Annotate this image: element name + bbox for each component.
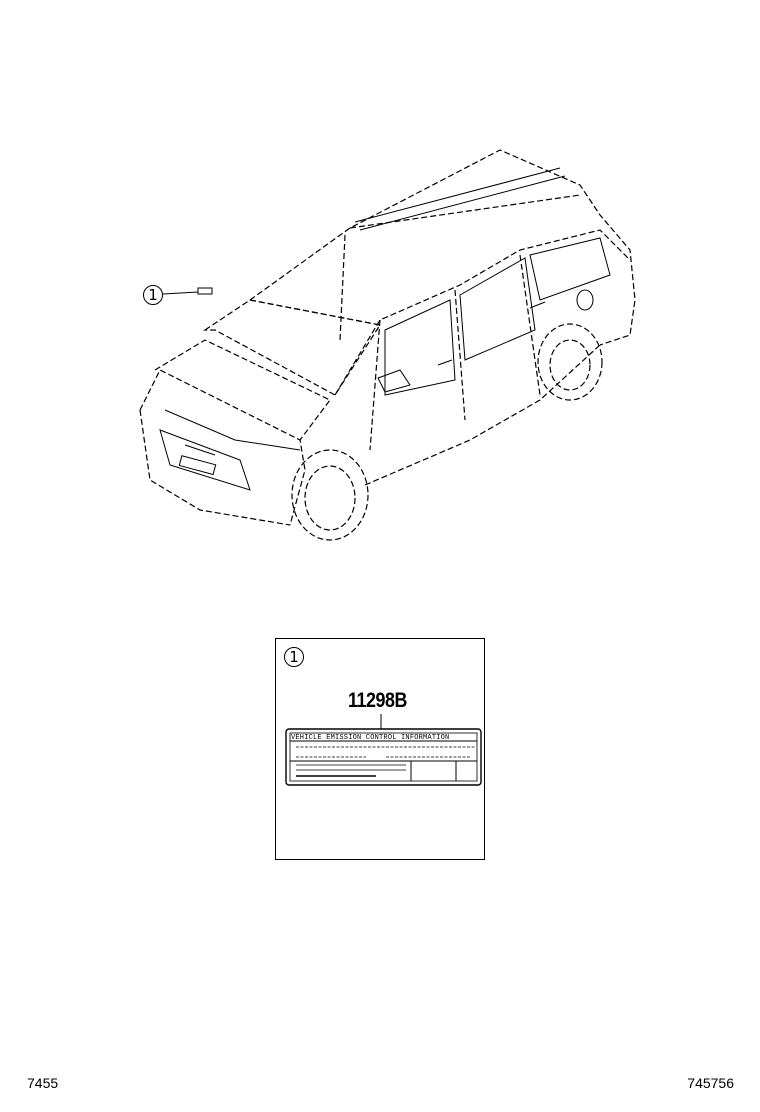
car-outline — [139, 149, 636, 541]
label-title: VEHICLE EMISSION CONTROL INFORMATION — [291, 734, 450, 742]
emission-label-drawing — [285, 714, 482, 786]
vehicle-illustration — [139, 149, 636, 541]
callout-number-box: 1 — [284, 647, 304, 667]
callout-number: 1 — [143, 285, 163, 305]
part-number: 11298B — [348, 689, 407, 712]
footer-right-code: 745756 — [687, 1075, 734, 1091]
label-detail-box: 1 11298B VEHICLE EMISSION CONTROL INFORM… — [275, 638, 485, 860]
car-details — [159, 167, 611, 491]
label-outline — [285, 728, 482, 786]
footer-left-code: 7455 — [27, 1075, 59, 1091]
